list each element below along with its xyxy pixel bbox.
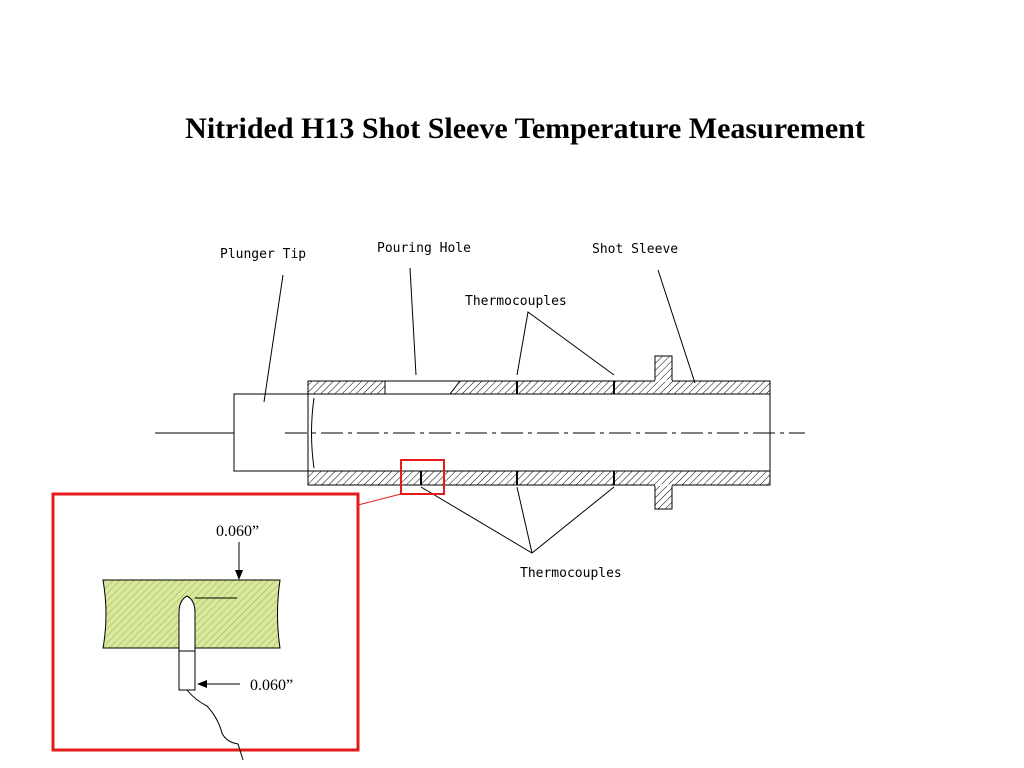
label-pouring-hole: Pouring Hole — [377, 241, 471, 256]
sleeve-flange-bottom — [654, 484, 673, 510]
leader-shot-sleeve — [657, 269, 696, 384]
label-thermocouples-top: Thermocouples — [465, 294, 567, 309]
label-shot-sleeve: Shot Sleeve — [592, 242, 678, 257]
thermocouple-probe — [178, 595, 196, 691]
depth-dimension-label: 0.060” — [216, 523, 259, 540]
plunger-tip-face — [311, 397, 315, 469]
thermocouple-wire — [186, 689, 244, 761]
sleeve-top-wall — [307, 380, 771, 395]
label-plunger-tip: Plunger Tip — [220, 247, 306, 262]
diameter-dimension-label: 0.060” — [250, 677, 293, 694]
leader-thermocouples-bottom — [420, 486, 615, 554]
label-thermocouples-bottom: Thermocouples — [520, 566, 622, 581]
leader-thermocouples-top — [516, 311, 615, 376]
sleeve-flange-top — [654, 355, 673, 382]
detail-connector — [357, 493, 402, 506]
slide-title: Nitrided H13 Shot Sleeve Temperature Mea… — [185, 112, 865, 145]
pouring-hole — [384, 380, 462, 395]
leader-pouring-hole — [409, 267, 417, 376]
detail-marker-box — [400, 459, 445, 495]
sleeve-bottom-wall — [307, 470, 771, 486]
leader-plunger-tip — [263, 274, 284, 403]
